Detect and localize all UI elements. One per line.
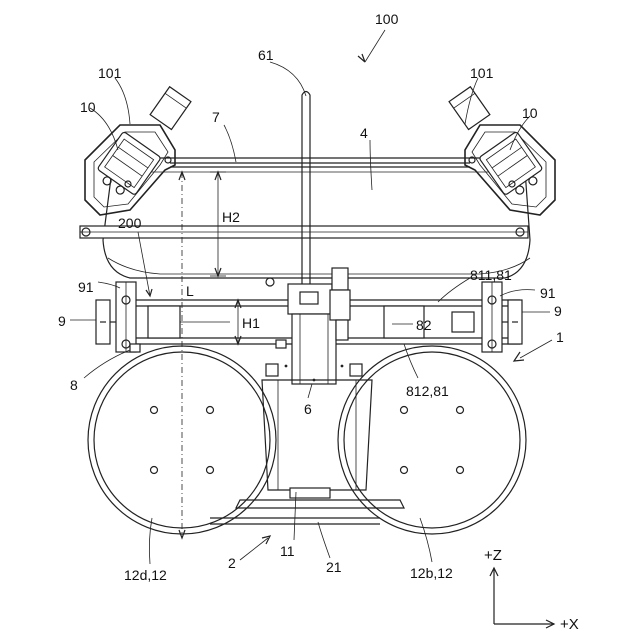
label-101-right: 101: [470, 65, 494, 81]
wheel-12b: [338, 346, 526, 534]
left-side-mount: [96, 282, 140, 352]
wheel-12d: [88, 346, 276, 534]
label-4: 4: [360, 125, 368, 141]
label-91-right: 91: [540, 285, 556, 301]
axis-label-z: +Z: [484, 547, 502, 564]
right-camera-assembly: [449, 87, 555, 215]
label-100: 100: [375, 11, 399, 27]
axis-label-x: +X: [560, 616, 579, 633]
label-8: 8: [70, 377, 78, 393]
label-811-81: 811,81: [470, 267, 512, 283]
label-10-right: 10: [522, 105, 538, 121]
label-812-81: 812,81: [406, 383, 449, 399]
label-12d-12: 12d,12: [124, 567, 167, 583]
label-200: 200: [118, 215, 142, 231]
label-7: 7: [212, 109, 220, 125]
label-61: 61: [258, 47, 274, 63]
dimension-H1: [235, 300, 241, 344]
top-plate-7: [170, 163, 470, 167]
label-2: 2: [228, 555, 236, 571]
label-L: L: [186, 283, 194, 299]
right-side-mount: [482, 282, 522, 352]
left-camera-assembly: [85, 87, 191, 215]
axes-indicator: [490, 568, 554, 628]
label-H2: H2: [222, 209, 240, 225]
label-12b-12: 12b,12: [410, 565, 453, 581]
label-21: 21: [326, 559, 342, 575]
label-6: 6: [304, 401, 312, 417]
label-10-left: 10: [80, 99, 96, 115]
base-21: [210, 488, 404, 524]
label-9-right: 9: [554, 303, 562, 319]
label-H1: H1: [242, 315, 260, 331]
mast-61: [302, 92, 310, 291]
label-101-left: 101: [98, 65, 122, 81]
label-91-left: 91: [78, 279, 94, 295]
label-82: 82: [416, 317, 432, 333]
label-9-left: 9: [58, 313, 66, 329]
column-6: [266, 268, 362, 384]
label-1: 1: [556, 329, 564, 345]
label-11: 11: [280, 543, 295, 559]
